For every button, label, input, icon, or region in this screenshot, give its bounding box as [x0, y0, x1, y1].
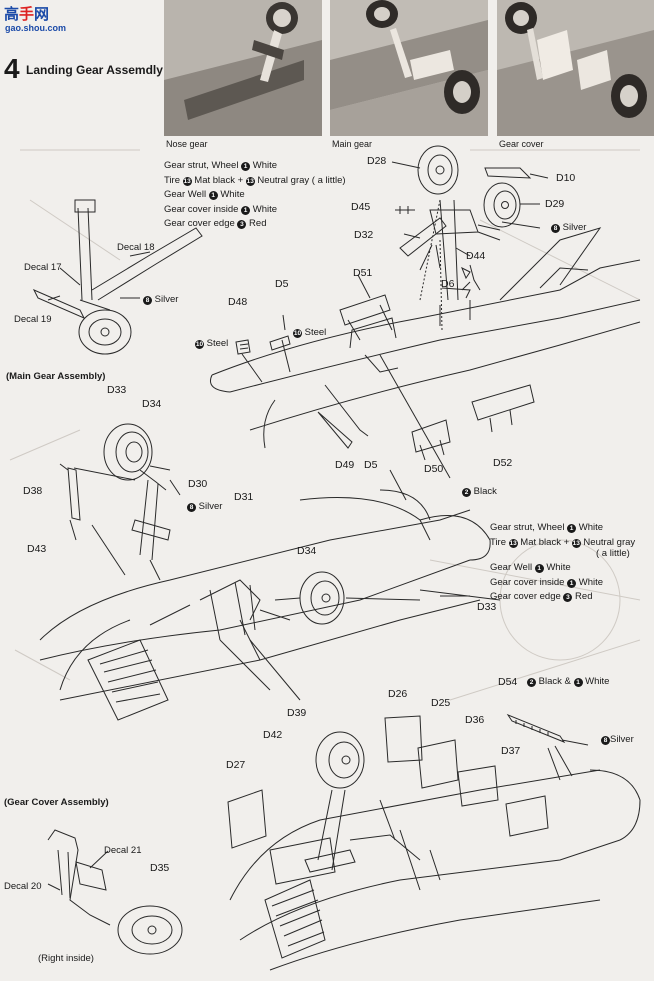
paint-line: Gear strut, Wheel 1 White — [490, 522, 604, 533]
part-d33-mid: D33 — [477, 601, 497, 613]
paint-line: ( a little) — [596, 547, 630, 559]
part-d32: D32 — [354, 229, 374, 241]
color-silver-main: 8 Silver — [187, 501, 222, 512]
decal-19: Decal 19 — [14, 314, 52, 325]
photo-main-gear-image — [330, 0, 488, 136]
paint-line: Tire 13 Mat black + 13 Neutral gray — [490, 536, 636, 548]
part-d5-top: D5 — [275, 278, 289, 290]
paint-notes-nose: Gear strut, Wheel 1 White Tire 13 Mat bl… — [164, 160, 346, 233]
part-d6: D6 — [441, 278, 455, 290]
photo-gear-cover — [497, 0, 654, 136]
decal-18: Decal 18 — [117, 242, 155, 253]
part-d45: D45 — [351, 201, 371, 213]
watermark-url: gao.shou.com — [5, 23, 67, 33]
caption-nose-gear: Nose gear — [166, 139, 208, 149]
part-d30: D30 — [188, 478, 208, 490]
caption-gear-cover: Gear cover — [499, 139, 544, 149]
part-d43: D43 — [27, 543, 47, 555]
part-d10: D10 — [556, 172, 576, 184]
caption-main-gear: Main gear — [332, 139, 373, 149]
part-d48: D48 — [228, 296, 248, 308]
paint-notes-main: Gear strut, Wheel 1 White Tire 13 Mat bl… — [490, 522, 635, 606]
part-d52: D52 — [493, 457, 513, 469]
part-d54: D54 — [498, 676, 518, 688]
paint-line: Gear cover inside 1 White — [164, 203, 278, 215]
part-d37: D37 — [501, 745, 521, 757]
paint-line: Gear cover edge 3 Red — [490, 591, 593, 602]
photo-main-gear — [330, 0, 488, 136]
color-black: 2 Black — [462, 486, 497, 497]
part-d39: D39 — [287, 707, 307, 719]
color-black-white: 2 Black & 1 White — [527, 676, 609, 687]
step-number: 4 — [4, 53, 20, 84]
decal-17: Decal 17 — [24, 262, 62, 273]
part-d34-left: D34 — [142, 398, 162, 410]
color-steel-d5: 10 Steel — [293, 327, 327, 338]
photo-gear-cover-image — [497, 0, 654, 136]
paint-line: Gear cover edge 3 Red — [164, 218, 267, 229]
heading-main-gear: (Main Gear Assembly) — [6, 371, 106, 382]
part-d28: D28 — [367, 155, 387, 167]
part-d25: D25 — [431, 697, 451, 709]
part-d36: D36 — [465, 714, 485, 726]
part-d35: D35 — [150, 862, 170, 874]
label-right-inside: (Right inside) — [38, 953, 94, 964]
part-d33-left: D33 — [107, 384, 127, 396]
color-silver-top: 8 Silver — [551, 222, 586, 233]
paint-line: Gear cover inside 1 White — [490, 576, 604, 588]
part-d49: D49 — [335, 459, 355, 471]
part-d31: D31 — [234, 491, 254, 503]
part-d26: D26 — [388, 688, 408, 700]
part-d38: D38 — [23, 485, 43, 497]
part-d42: D42 — [263, 729, 283, 741]
part-d27: D27 — [226, 759, 246, 771]
watermark-cn: 高手网 — [4, 6, 50, 23]
decal-20: Decal 20 — [4, 881, 42, 892]
paint-line: Tire 13 Mat black + 13 Neutral gray ( a … — [164, 174, 346, 186]
paint-line: Gear Well 1 White — [164, 189, 245, 200]
paint-line: Gear strut, Wheel 1 White — [164, 160, 278, 171]
part-d34-mid: D34 — [297, 545, 317, 557]
decal-21: Decal 21 — [104, 845, 142, 856]
heading-gear-cover: (Gear Cover Assembly) — [4, 797, 109, 808]
part-d5-mid: D5 — [364, 459, 378, 471]
step-title: Landing Gear Assemdly — [26, 63, 163, 77]
photo-nose-gear-image — [164, 0, 322, 136]
watermark-logo: 高手网 gao.shou.com — [4, 3, 72, 37]
part-d29: D29 — [545, 198, 565, 210]
paint-line: Gear Well 1 White — [490, 562, 571, 573]
photo-nose-gear — [164, 0, 322, 136]
color-steel-d48: 10 Steel — [195, 338, 229, 349]
part-d51: D51 — [353, 267, 373, 279]
color-silver-nose: 8 Silver — [143, 294, 178, 305]
part-d44: D44 — [466, 250, 486, 262]
part-d50: D50 — [424, 463, 444, 475]
